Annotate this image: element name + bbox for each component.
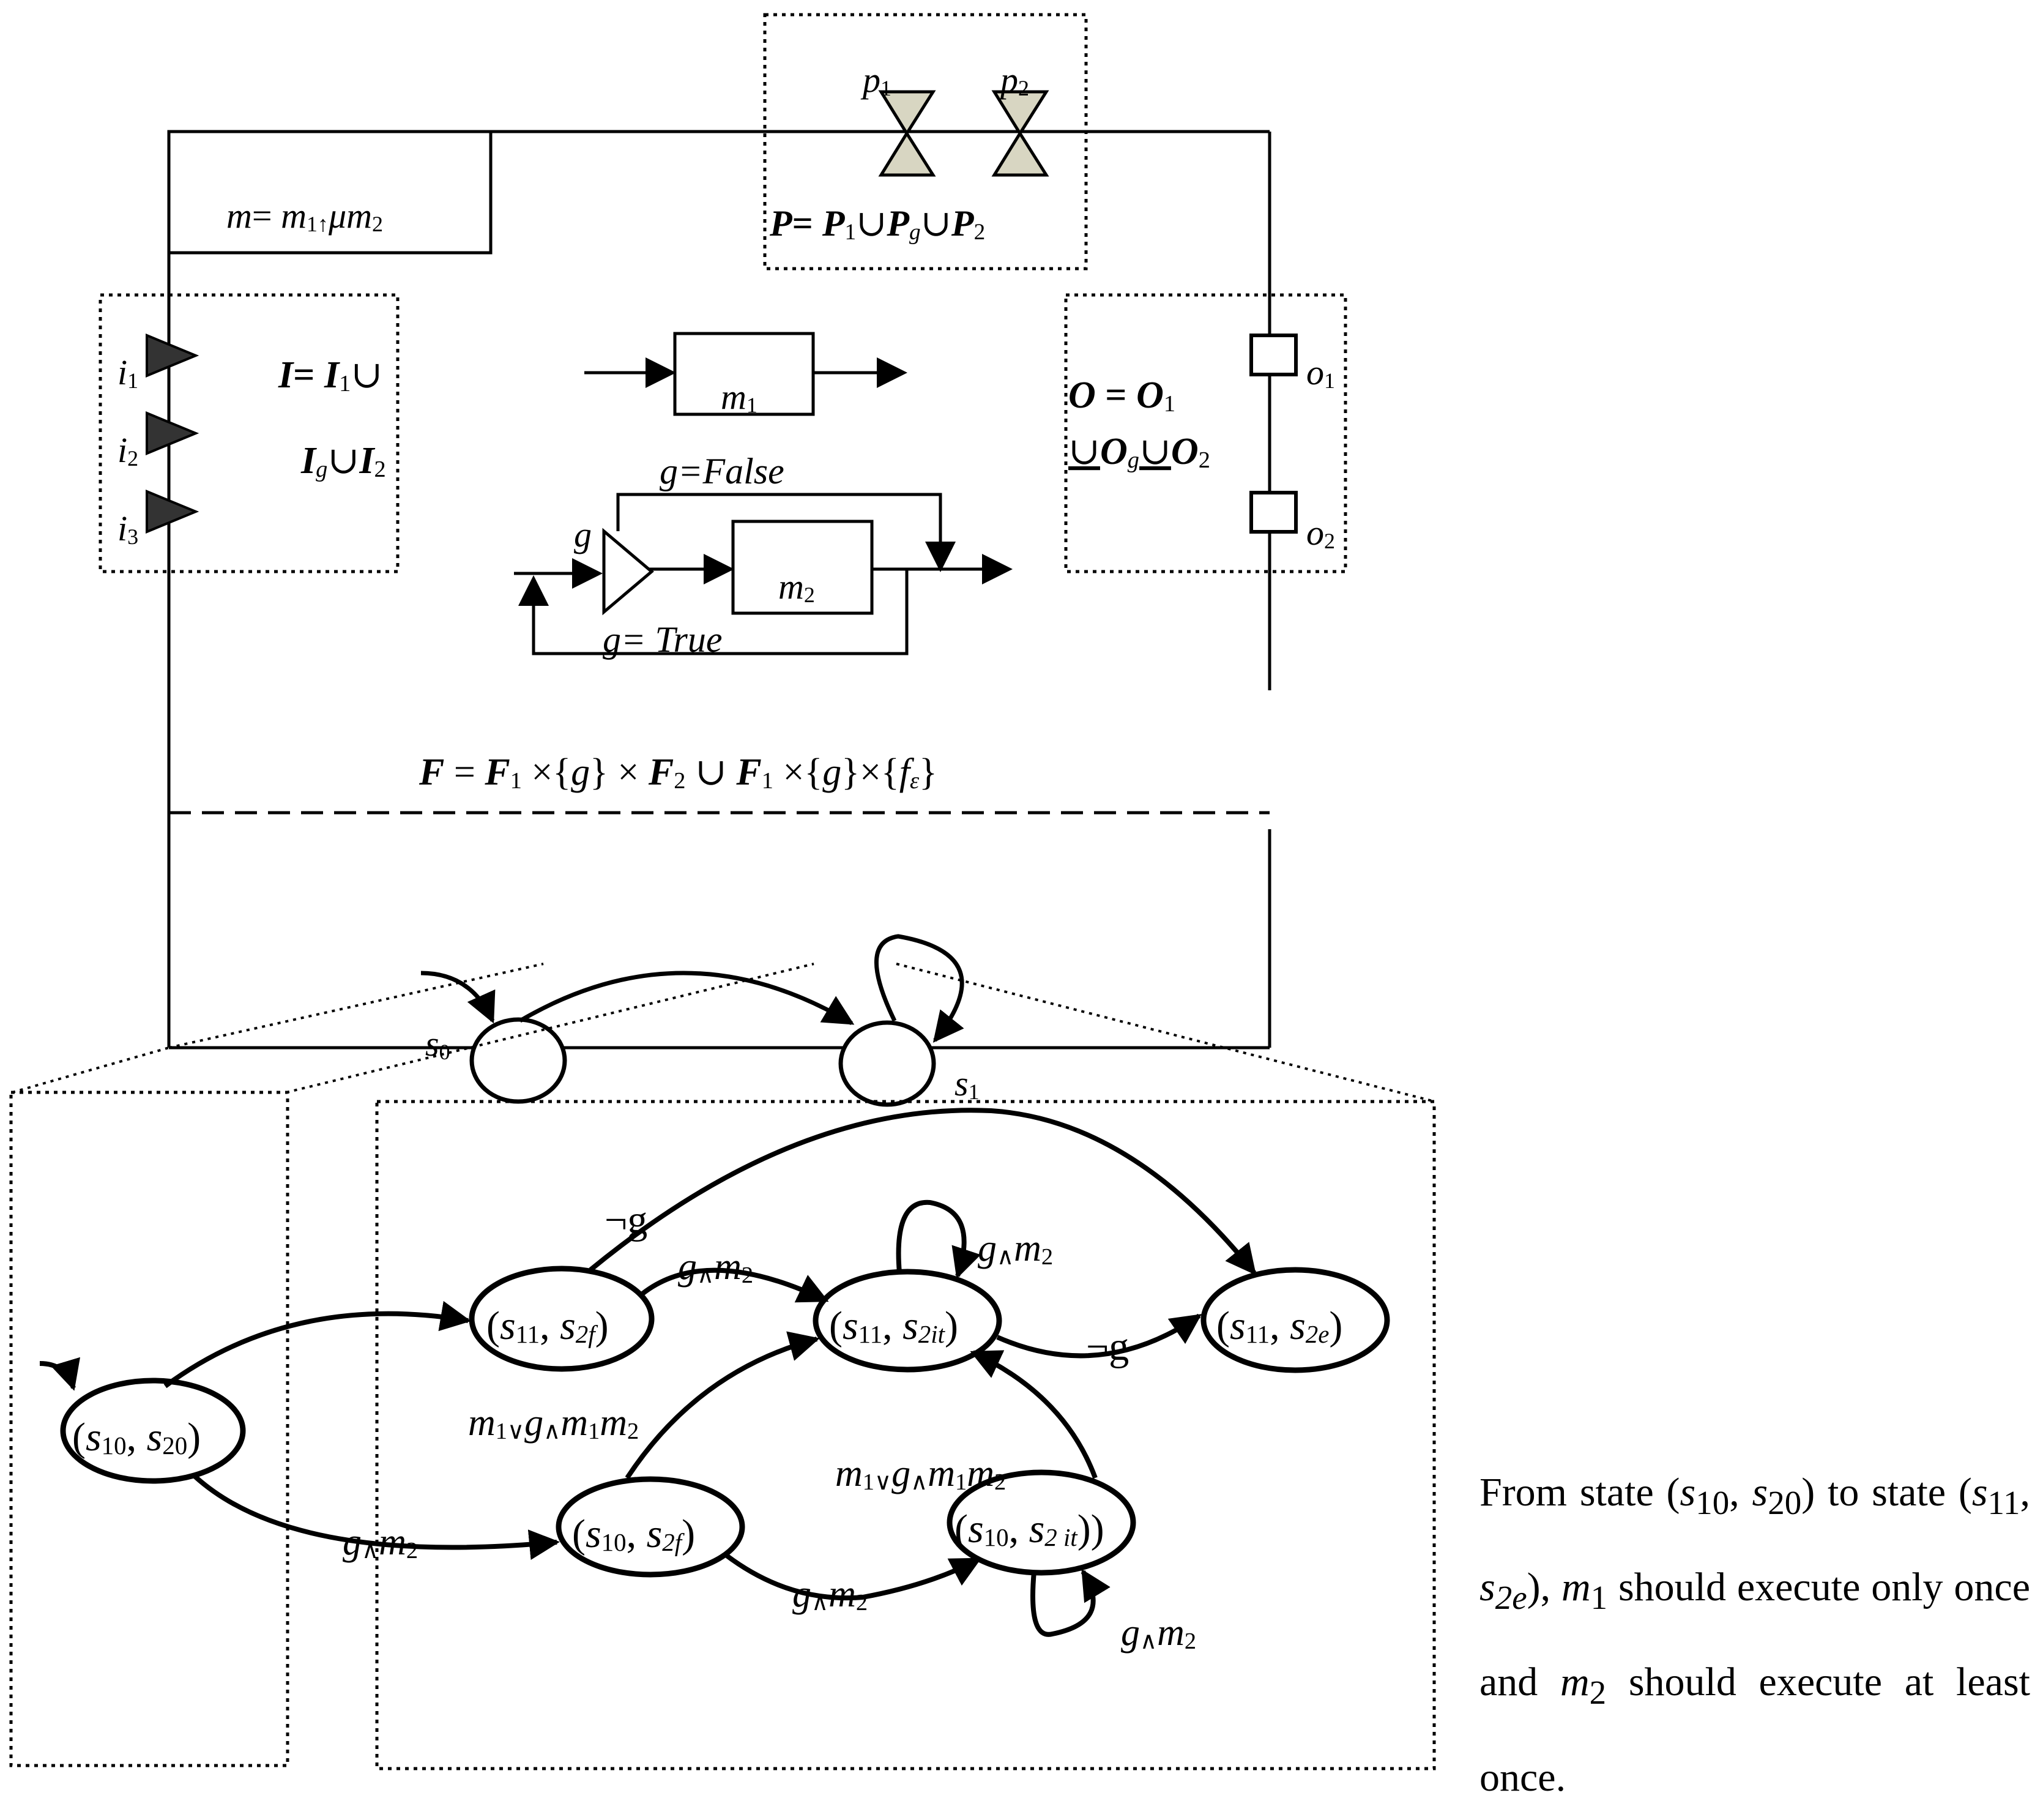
- input-port-i1-icon: [146, 334, 199, 378]
- output-label-o1: o1: [1306, 352, 1335, 393]
- F-set-label: F = F1 ×{g} × F2 ∪ F1 ×{g}×{fε}: [419, 751, 937, 794]
- valve-p1-icon: [878, 90, 936, 177]
- expansion-dotted-lines: [12, 963, 1435, 1103]
- edge-s10s2it-to-s11s2it: [970, 1350, 1098, 1479]
- edge-s11s2it-to-s11s2e-not-g: [996, 1313, 1202, 1359]
- merge-label-box: [167, 130, 493, 255]
- I-set-label-line2: Ig∪I2: [300, 440, 386, 482]
- s0-initial-arrow: [420, 971, 496, 1024]
- guard-g-label: g: [574, 515, 592, 554]
- label-not-g-right: ¬g: [1086, 1324, 1129, 1369]
- P-set-label: P= P1∪Pg∪P2: [769, 203, 985, 245]
- state-s10-s20-label: (s10, s20): [72, 1415, 201, 1460]
- guard-g-triangle-icon: [602, 528, 654, 616]
- self-loop-s11s2it: [896, 1199, 981, 1279]
- edge-s10s20-to-s10s2f: [193, 1474, 560, 1561]
- explanation-note: From state (s10, s20) to state (s11, s2e…: [1479, 1470, 2031, 1800]
- expanded-s1-panel: [375, 1100, 1436, 1770]
- s1-self-loop: [874, 934, 964, 1043]
- state-s10-s20: [60, 1378, 246, 1484]
- state-s1-label: s1: [955, 1064, 980, 1104]
- state-s11-s2f-label: (s11, s2f): [486, 1303, 609, 1348]
- label-g-and-m2-bottom-mid: g∧m2: [792, 1573, 868, 1616]
- edge-s10s2f-to-s11s2it: [625, 1331, 820, 1480]
- state-s11-s2e: [1200, 1267, 1390, 1373]
- label-not-g-top: ¬g: [605, 1198, 647, 1242]
- state-s11-s2it: [813, 1269, 1002, 1373]
- O-set-label-line1: O = O1: [1068, 375, 1175, 417]
- label-g-and-m2-self-s10s2it: g∧m2: [1121, 1612, 1196, 1654]
- input-port-i3-icon: [146, 490, 199, 534]
- expanded-s0-panel: [9, 1091, 289, 1767]
- input-label-i1: i1: [117, 352, 138, 393]
- guard-false-label: g=False: [660, 451, 784, 491]
- output-port-o2-icon: [1249, 491, 1298, 534]
- port-label-p1: p1: [860, 60, 891, 100]
- input-label-i3: i3: [117, 509, 138, 549]
- s0-to-s1-edge: [519, 971, 855, 1026]
- label-complex-left: m1∨g∧m1m2: [468, 1402, 639, 1444]
- O-set-label-line2: ∪Og∪O2: [1068, 431, 1210, 473]
- guard-true-label: g= True: [603, 619, 723, 660]
- module-m1-label: m1: [721, 377, 757, 417]
- output-port-o1-icon: [1249, 334, 1298, 376]
- module-m2-box: [731, 520, 874, 615]
- input-port-box: [99, 293, 400, 573]
- state-s11-s2f: [469, 1266, 655, 1372]
- I-set-label-line1: I= I1∪: [278, 354, 382, 397]
- label-g-and-m2-self-s11s2it: g∧m2: [978, 1228, 1053, 1270]
- input-port-i2-icon: [146, 411, 199, 455]
- state-s10-s2f: [556, 1476, 745, 1578]
- self-loop-s10s2it: [1030, 1568, 1111, 1637]
- edge-s10s20-to-s11s2f: [163, 1300, 471, 1389]
- label-complex-right: m1∨g∧m1m2: [835, 1453, 1006, 1495]
- state-s10-s2f-label: (s10, s2f): [572, 1512, 695, 1556]
- initial-arrow-s10-s20: [39, 1357, 80, 1391]
- label-g-and-m2-a: g∧m2: [678, 1246, 753, 1288]
- merge-label: m= m1↑μm2: [226, 196, 383, 236]
- module-m2-label: m2: [778, 567, 815, 607]
- output-label-o2: o2: [1306, 513, 1335, 553]
- edge-s10s2f-to-s10s2it: [723, 1552, 982, 1601]
- port-label-p2: p2: [998, 60, 1029, 100]
- state-s11-s2it-label: (s11, s2it): [829, 1303, 958, 1348]
- diagram-canvas: m= m1↑μm2 p1 p2 P= P1∪Pg∪P2 i1 i2 i3 I= …: [9, 13, 1436, 1770]
- state-s10-s2it: [947, 1469, 1136, 1576]
- guarded-m2-wiring: [514, 493, 1013, 655]
- state-s11-s2e-label: (s11, s2e): [1216, 1303, 1342, 1348]
- label-g-and-m2-bottom-left: g∧m2: [343, 1521, 418, 1564]
- state-s0: [469, 1017, 567, 1104]
- param-port-box: [763, 13, 1088, 270]
- state-s10-s2it-label: (s10, s2 it)): [955, 1507, 1104, 1551]
- input-label-i2: i2: [117, 430, 138, 471]
- edge-s11s2f-to-s11s2it: [638, 1267, 829, 1303]
- edge-s11s2f-to-s11s2e-not-g: [589, 1108, 1257, 1275]
- state-s1: [838, 1020, 936, 1107]
- valve-p2-icon: [991, 90, 1049, 177]
- state-s0-label: s0: [425, 1024, 450, 1064]
- composite-module-frame: [167, 130, 1271, 1050]
- output-port-box: [1064, 293, 1347, 573]
